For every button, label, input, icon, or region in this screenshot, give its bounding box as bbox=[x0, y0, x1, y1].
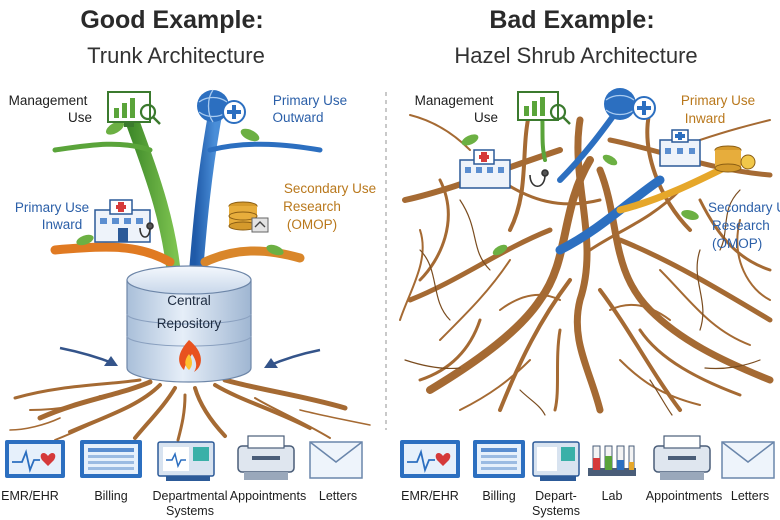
bad-source-billing bbox=[473, 440, 525, 478]
bad-subtitle: Hazel Shrub Architecture bbox=[454, 43, 697, 68]
good-source-label-appointments: Appointments bbox=[230, 489, 306, 503]
good-label-primary-out-line1: Primary Use bbox=[273, 93, 347, 108]
bad-source-lab bbox=[588, 445, 636, 476]
bad-label-management-line2: Use bbox=[474, 110, 498, 125]
good-label-primary-in-line1: Primary Use bbox=[15, 200, 89, 215]
bad-hospital-building-right-icon bbox=[659, 129, 701, 167]
stethoscope-icon bbox=[139, 222, 154, 238]
bad-source-label-lab: Lab bbox=[602, 489, 623, 503]
bad-source-appointments bbox=[653, 435, 711, 480]
good-title: Good Example: bbox=[80, 6, 263, 34]
good-subtitle: Trunk Architecture bbox=[87, 43, 265, 68]
inflow-arrow-right bbox=[267, 348, 321, 368]
good-source-label-letters: Letters bbox=[319, 489, 357, 503]
bad-label-secondary-line2: Research bbox=[712, 218, 770, 233]
bad-label-primary-in-line1: Primary Use bbox=[681, 93, 755, 108]
good-source-label-emr: EMR/EHR bbox=[1, 489, 59, 503]
bad-data-coins-icon bbox=[714, 145, 756, 173]
bad-stethoscope-icon bbox=[529, 169, 549, 188]
good-source-label-billing: Billing bbox=[94, 489, 127, 503]
good-source-appointments bbox=[237, 435, 295, 480]
management-chart-icon bbox=[107, 91, 161, 127]
bad-label-secondary-line1: Secondary U bbox=[708, 200, 780, 215]
bad-source-letters bbox=[721, 441, 775, 479]
flame-icon bbox=[179, 340, 201, 372]
good-label-secondary-line1: Secondary Use bbox=[284, 181, 376, 196]
central-repository: Central Repository bbox=[126, 265, 252, 383]
bad-label-primary-in-line2: Inward bbox=[685, 111, 726, 126]
inflow-arrow-left bbox=[59, 346, 116, 366]
inflow-arrowhead-left bbox=[104, 356, 118, 366]
bad-source-label-emr: EMR/EHR bbox=[401, 489, 459, 503]
bad-label-management-line1: Management bbox=[415, 93, 494, 108]
good-roots bbox=[9, 377, 371, 442]
bad-globe-plus-icon bbox=[604, 88, 656, 120]
bad-source-label-departmental: Depart- bbox=[535, 489, 577, 503]
bad-leaves bbox=[461, 134, 699, 256]
data-coins-icon bbox=[228, 201, 269, 233]
bad-source-emr bbox=[400, 440, 460, 478]
good-label-secondary-line3: (OMOP) bbox=[287, 217, 337, 232]
bad-source-label-letters: Letters bbox=[731, 489, 769, 503]
good-label-management-line2: Use bbox=[68, 110, 92, 125]
bad-source-departmental bbox=[532, 441, 580, 481]
bad-source-label-departmental-line2: Systems bbox=[532, 504, 580, 518]
bad-management-chart-icon bbox=[517, 91, 571, 125]
good-source-emr bbox=[5, 440, 65, 478]
good-label-primary-out-line2: Outward bbox=[272, 110, 323, 125]
bad-label-secondary-line3: (OMOP) bbox=[712, 236, 762, 251]
repository-label-line2: Repository bbox=[157, 316, 222, 331]
globe-plus-icon bbox=[197, 89, 246, 124]
bad-title: Bad Example: bbox=[489, 6, 654, 34]
bad-source-label-billing: Billing bbox=[482, 489, 515, 503]
good-source-departmental bbox=[157, 441, 215, 481]
good-source-label-departmental-line2: Systems bbox=[166, 504, 214, 518]
bad-hospital-building-left-icon bbox=[459, 149, 511, 189]
good-source-label-departmental: Departmental bbox=[152, 489, 227, 503]
good-source-letters bbox=[309, 441, 363, 479]
good-leaves bbox=[76, 121, 284, 256]
inflow-arrowhead-right bbox=[264, 358, 278, 368]
good-label-secondary-line2: Research bbox=[283, 199, 341, 214]
repository-label-line1: Central bbox=[167, 293, 211, 308]
good-source-billing bbox=[80, 440, 142, 478]
good-label-primary-in-line2: Inward bbox=[42, 217, 83, 232]
bad-source-label-appointments: Appointments bbox=[646, 489, 722, 503]
good-branches bbox=[50, 108, 323, 292]
good-label-management-line1: Management bbox=[9, 93, 88, 108]
bad-roots-fine bbox=[404, 189, 761, 416]
